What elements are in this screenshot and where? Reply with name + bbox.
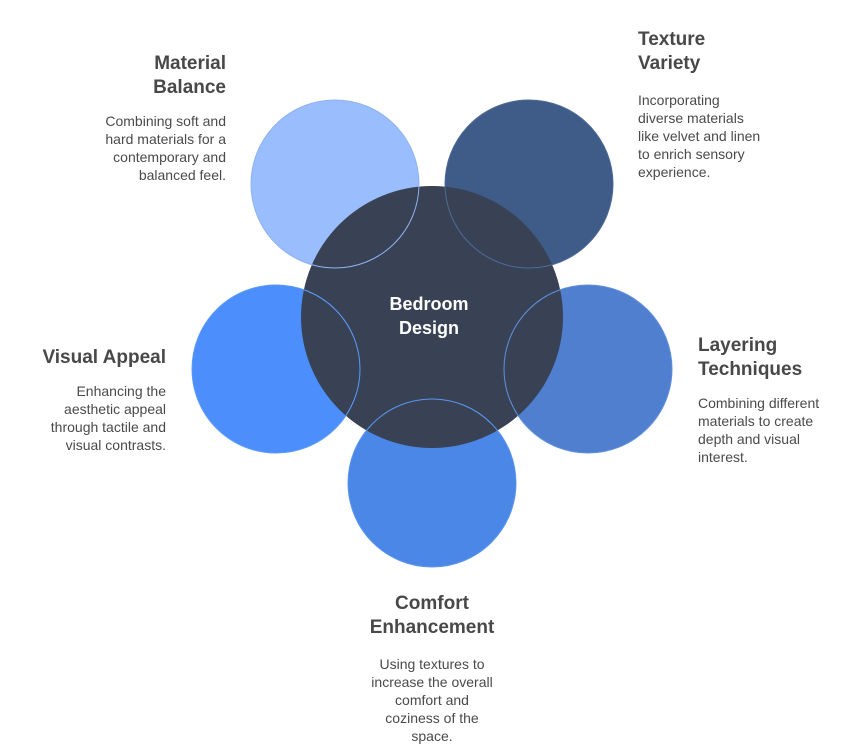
- comfort-enhancement-description: Using textures to increase the overall c…: [371, 656, 493, 744]
- visual-appeal-description: Enhancing the aesthetic appeal through t…: [50, 383, 166, 453]
- outline-comfort-enhancement: [347, 398, 517, 568]
- outline-texture-variety: [444, 99, 614, 269]
- texture-variety-description: Incorporating diverse materials like vel…: [638, 92, 761, 180]
- outline-layering-techniques: [503, 284, 673, 454]
- layering-techniques-description: Combining different materials to create …: [698, 395, 820, 465]
- comfort-enhancement-title: Comfort Enhancement: [369, 593, 495, 638]
- layering-techniques-title: Layering Techniques: [698, 335, 803, 380]
- circle-center: [301, 186, 563, 448]
- visual-appeal-title: Visual Appeal: [42, 347, 166, 368]
- material-balance-title: Material Balance: [153, 53, 226, 98]
- center-label: Bedroom Design: [389, 294, 469, 338]
- outline-visual-appeal: [191, 284, 361, 454]
- outline-material-balance: [250, 99, 420, 269]
- material-balance-description: Combining soft and hard materials for a …: [105, 113, 226, 183]
- texture-variety-title: Texture Variety: [638, 29, 706, 74]
